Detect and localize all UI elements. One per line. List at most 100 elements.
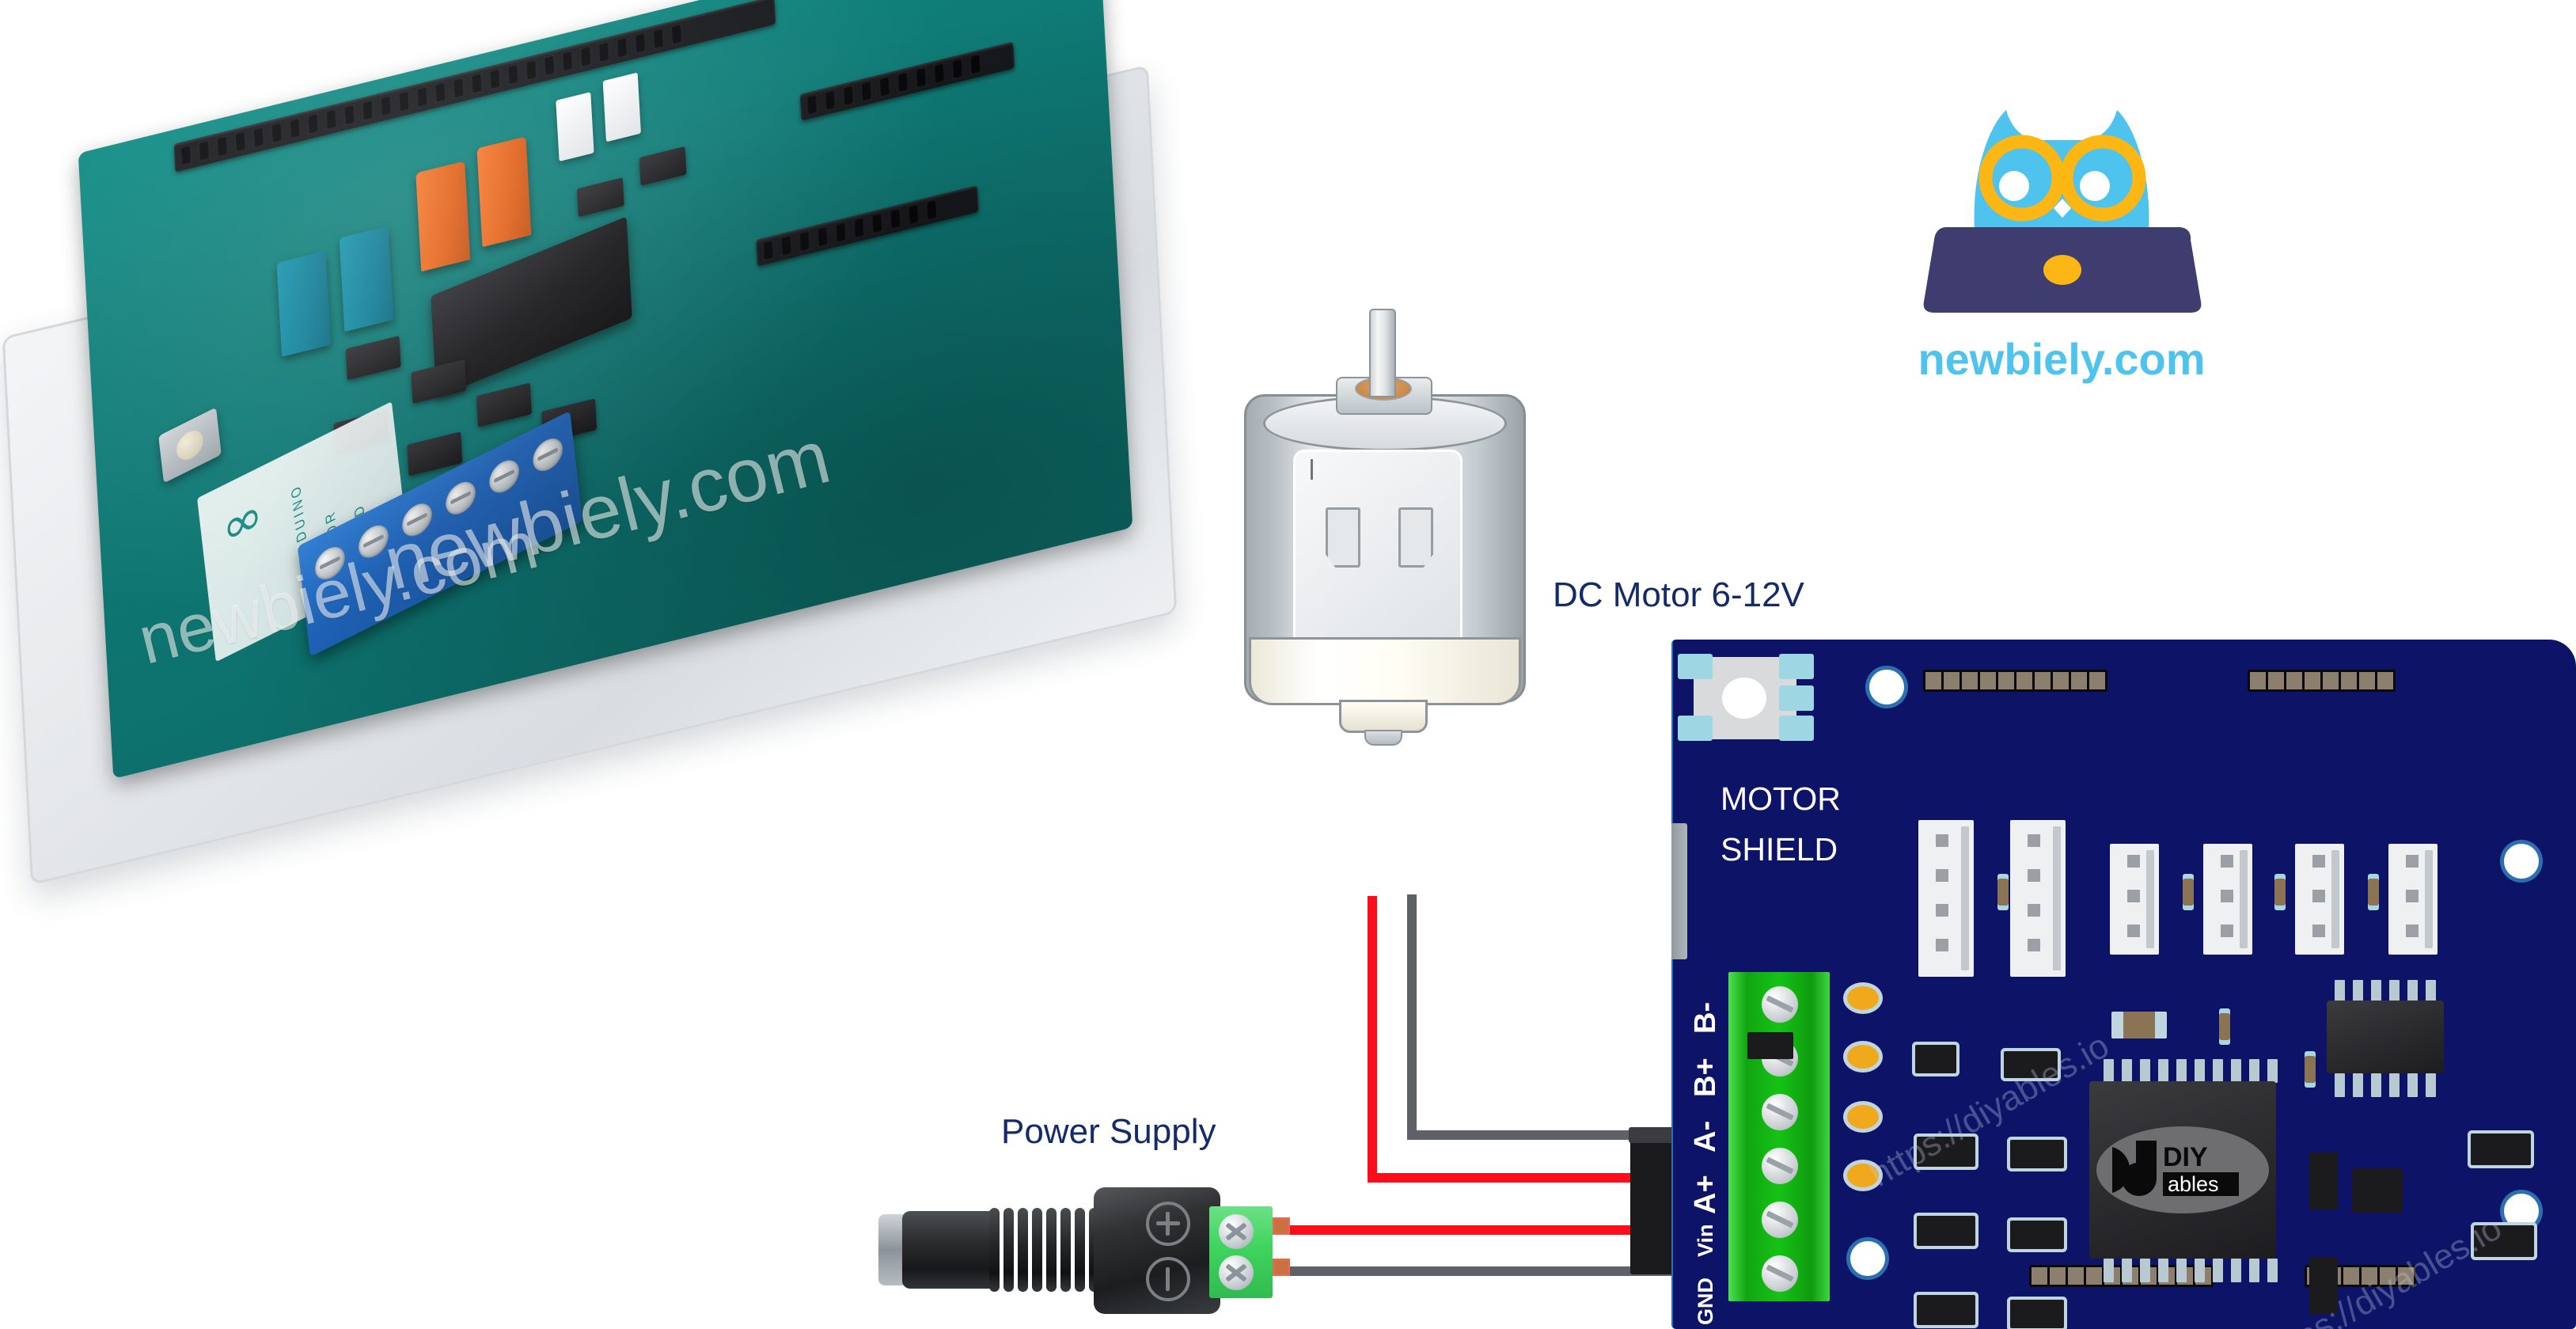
diode <box>2010 1221 2064 1249</box>
driver-ic-legs-bottom <box>2104 1259 2278 1282</box>
motor-positive-wire-vertical <box>1368 896 1377 1183</box>
jst-connector[interactable] <box>2295 844 2344 955</box>
arduino-brand-text: ARDUINO <box>287 480 313 569</box>
arduino-silkscreen-logo: ∞ ARDUINO MOTOR SHIELD <box>197 401 411 663</box>
mounting-hole <box>1850 1241 1885 1276</box>
jst-connector[interactable] <box>2110 844 2159 955</box>
solder-pad <box>1678 654 1713 679</box>
status-led <box>1847 1105 1879 1129</box>
shield-silk-motor: MOTOR <box>1720 780 1841 817</box>
arduino-silk-shield: SHIELD <box>351 499 374 573</box>
diode <box>1917 1137 1975 1167</box>
white-connector <box>556 92 594 162</box>
diyables-chip-logo: DIY ables <box>2096 1126 2269 1213</box>
solder-pad <box>1779 716 1814 741</box>
smd-component <box>541 398 598 443</box>
via-pad <box>2305 1056 2316 1083</box>
arduino-motor-shield-photo: ∞ ARDUINO MOTOR SHIELD newbiely.com newb… <box>0 0 1211 1005</box>
via-pad <box>2219 1013 2230 1040</box>
smd-component <box>411 359 467 404</box>
terminal-label-a-plus: A+ <box>1689 1175 1722 1214</box>
jst-connector[interactable] <box>1918 820 1974 977</box>
jst-connector[interactable] <box>2203 844 2252 955</box>
smd-component <box>576 177 624 218</box>
terminal-screw-negative[interactable] <box>1219 1255 1254 1290</box>
jst-connector[interactable] <box>2388 844 2438 955</box>
motor-negative-wire-vertical <box>1407 894 1417 1140</box>
terminal-lug-positive <box>1273 1217 1290 1235</box>
solder-pad <box>1678 716 1713 741</box>
barrel-jack-body <box>902 1211 997 1289</box>
diyables-logo-icon: DIY ables <box>2112 1141 2239 1196</box>
via-pad <box>2274 879 2286 906</box>
svg-text:DIY: DIY <box>2163 1142 2208 1172</box>
terminal-label-gnd: GND <box>1694 1278 1717 1325</box>
arduino-blue-screw-terminal[interactable] <box>298 410 583 657</box>
supply-positive-wire <box>1265 1225 1678 1235</box>
diode <box>1915 1045 1956 1073</box>
motor-negative-wire-horizontal <box>1407 1130 1678 1140</box>
diode <box>2004 1051 2058 1078</box>
via-pad <box>1997 879 2009 906</box>
header-top-left[interactable] <box>1923 670 2107 692</box>
shield-screw-terminal-block[interactable] <box>1728 972 1830 1301</box>
smd-resistor <box>2111 1012 2167 1039</box>
smd-component <box>345 336 401 381</box>
mounting-hole <box>2504 1194 2539 1228</box>
diyables-watermark: https://diyables.io <box>1863 1026 2116 1194</box>
reset-button[interactable] <box>158 407 222 484</box>
motor-seam <box>1311 459 1313 480</box>
reset-button-cap[interactable] <box>1722 678 1766 719</box>
motor-driver-ic: DIY ables <box>2089 1081 2276 1259</box>
diode <box>2474 1225 2534 1257</box>
smd-component <box>476 382 533 427</box>
driver-ic-legs-top <box>2104 1059 2278 1083</box>
motor-vent-slot-right <box>1398 507 1433 568</box>
ic-legs-bottom <box>2335 1073 2436 1097</box>
shield-silk-shield: SHIELD <box>1720 830 1838 868</box>
header-top-right[interactable] <box>2248 670 2396 692</box>
solder-pad <box>1779 654 1814 679</box>
terminal-lug-negative <box>1273 1259 1290 1276</box>
jst-connector[interactable] <box>2010 820 2066 977</box>
minus-polarity-icon <box>1146 1257 1190 1301</box>
diode <box>2471 1133 2531 1165</box>
resistor-array <box>2309 1257 2338 1314</box>
white-connector <box>602 72 641 142</box>
via-pad <box>2183 879 2194 906</box>
terminal-label-vin: Vin <box>1694 1224 1717 1257</box>
solder-pad <box>1779 685 1814 711</box>
shield-silkscreen: MOTOR SHIELD <box>1720 774 1841 875</box>
barrel-jack-housing <box>1094 1187 1220 1314</box>
terminal-screw-positive[interactable] <box>1219 1214 1254 1249</box>
motor-terminal-nub <box>1364 730 1402 746</box>
barrel-jack-screw-terminal[interactable] <box>1209 1206 1273 1298</box>
smd-component <box>333 409 389 455</box>
wire-connector-shell <box>1630 1138 1676 1274</box>
voltage-regulator-ic <box>2327 1001 2444 1073</box>
power-header-socket <box>756 184 979 267</box>
resistor-array <box>2309 1152 2338 1209</box>
dc-motor-label: DC Motor 6-12V <box>1553 575 1804 614</box>
smd-component <box>407 431 463 477</box>
dc-barrel-jack-adapter <box>878 1179 1290 1322</box>
diode <box>1917 1216 1975 1246</box>
arduino-infinity-icon: ∞ <box>218 483 266 560</box>
smd-component <box>639 146 687 186</box>
diode <box>2010 1140 2064 1168</box>
wire-connector-cap <box>1629 1127 1678 1143</box>
supply-negative-wire <box>1265 1266 1678 1276</box>
terminal-label-b-minus: B- <box>1689 1001 1722 1034</box>
diode <box>2010 1300 2064 1328</box>
usb-shield-block <box>1671 823 1687 959</box>
analog-header-socket <box>799 41 1015 121</box>
mounting-hole <box>1869 670 1904 704</box>
terminal-label-a-minus: A- <box>1689 1120 1722 1152</box>
plus-polarity-icon <box>1146 1202 1190 1246</box>
arduino-silk-motor: MOTOR <box>322 507 345 578</box>
orange-capacitor <box>476 136 532 248</box>
digital-header-socket <box>173 0 776 173</box>
mounting-hole <box>2504 844 2539 879</box>
ic-legs-top <box>2335 980 2436 1004</box>
